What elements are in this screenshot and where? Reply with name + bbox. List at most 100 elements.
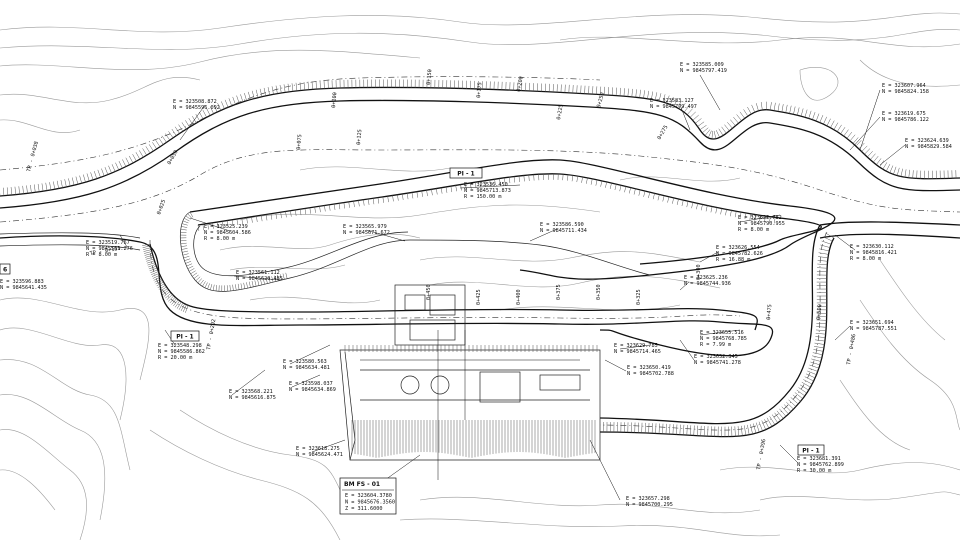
left-curve-hatch-tick — [143, 249, 152, 252]
point-label-p1-line-0: E = 323585.009 — [680, 62, 724, 68]
outer-road-hatch-tick — [707, 130, 712, 138]
inner-road-hatch-tick — [691, 202, 694, 209]
left-curve-hatch-tick — [152, 274, 161, 279]
right-curve-hatch-tick — [825, 232, 835, 239]
inner-loop-west-hatch-tick — [182, 250, 189, 253]
point-label-p7-line-1: N = 9845713.873 — [464, 188, 511, 194]
outer-road-hatch-tick — [18, 186, 20, 195]
point-label-p12-line-1: N = 9845790.955 — [738, 221, 785, 227]
right-curve-hatch-tick — [672, 424, 674, 435]
right-curve-hatch-tick — [804, 376, 814, 382]
inner-loop-west-hatch-tick — [235, 284, 237, 291]
right-curve-hatch-tick — [823, 236, 833, 242]
inner-road-hatch-tick — [484, 180, 487, 187]
inner-loop-west-hatch-tick — [215, 285, 217, 292]
outer-road-hatch-tick — [49, 182, 52, 191]
point-label-p4-line-0: E = 323607.964 — [882, 83, 926, 89]
inner-road-hatch-tick — [343, 202, 346, 209]
point-label-p26-line-1: N = 9845762.899 — [797, 462, 844, 468]
inner-road-hatch-tick — [686, 201, 689, 208]
point-label-p27-line-1: N = 9845624.471 — [296, 452, 343, 458]
inner-loop-west-hatch-tick — [181, 226, 188, 228]
outer-road-hatch-tick — [900, 168, 903, 177]
tangent-point-label-0: TP - 0+038 — [26, 141, 40, 173]
point-label-p5-line-0: E = 323619.675 — [882, 111, 926, 117]
inner-loop-west-hatch-tick — [193, 274, 199, 279]
benchmark-title: BM FS - 01 — [344, 481, 380, 488]
station-label-4: 0+125 — [356, 129, 363, 145]
outer-road-hatch-tick — [202, 110, 207, 118]
inner-loop-west-hatch-tick — [187, 213, 192, 219]
outer-road-hatch-tick — [135, 152, 141, 160]
inner-road-hatch-tick — [275, 212, 277, 219]
inner-road-hatch-tick — [479, 181, 482, 188]
inner-road-hatch-tick — [643, 190, 646, 197]
outer-road-hatch-tick — [132, 154, 137, 162]
outer-road-hatch-tick — [41, 183, 44, 192]
right-curve-hatch-tick — [769, 416, 776, 425]
outer-road-hatch-tick — [733, 116, 739, 124]
left-curve-hatch-tick — [144, 251, 152, 254]
station-label-8: 0+225 — [556, 104, 565, 120]
left-curve-hatch-tick — [165, 292, 172, 299]
inner-road-hatch-tick — [499, 178, 501, 185]
inner-loop-west-hatch-tick — [186, 263, 193, 267]
inner-loop-west-hatch-tick — [246, 282, 248, 289]
outer-road-hatch-tick — [751, 104, 756, 113]
inner-loop-west-hatch-tick — [207, 283, 210, 290]
inner-road-hatch-tick — [280, 212, 282, 219]
inner-road-hatch-tick — [571, 175, 574, 182]
outer-road-hatch-tick — [165, 133, 170, 141]
left-curve-hatch-tick — [151, 271, 159, 275]
outer-road-hatch-tick — [34, 184, 36, 193]
right-curve-hatch-tick — [737, 426, 740, 437]
right-curve-hatch-tick — [812, 355, 822, 359]
left-curve-hatch-tick — [185, 305, 189, 313]
benchmark-box: BM FS - 01 E = 323604.3780 N = 9845676.3… — [339, 477, 397, 515]
outer-road-hatch-tick — [846, 131, 853, 139]
point-label-p9-line-1: N = 9845604.586 — [204, 230, 251, 236]
outer-road-hatch-tick — [128, 155, 134, 164]
inner-road-hatch-tick — [494, 179, 496, 186]
pi-label-left: PI - 1 — [176, 334, 193, 341]
right-curve-hatch-tick — [800, 384, 809, 391]
outer-road-hatch-tick — [793, 106, 796, 115]
point-label-p13-line-0: E = 323630.112 — [850, 244, 894, 250]
outer-road-hatch-tick — [279, 84, 282, 93]
inner-road-hatch-tick — [353, 201, 355, 208]
outer-road-hatch-tick — [125, 157, 130, 165]
inner-road-hatch-tick — [667, 196, 670, 203]
outer-road-hatch-tick — [37, 183, 40, 192]
inner-road-hatch-tick — [672, 197, 674, 204]
inner-road-hatch-tick — [749, 213, 752, 220]
right-curve-hatch-tick — [803, 379, 813, 385]
right-curve-hatch-tick — [744, 425, 747, 436]
outer-road-hatch-tick — [148, 144, 154, 152]
inner-loop-west-hatch-tick — [260, 279, 263, 285]
right-curve-hatch-tick — [679, 424, 681, 435]
point-label-p16-line-1: N = 9845744.936 — [684, 281, 731, 287]
inner-road-hatch-tick — [619, 185, 622, 192]
outer-road-hatch-tick — [692, 114, 699, 121]
inner-road-hatch-tick — [662, 195, 665, 202]
left-edge-northing: N = 9845641.435 — [0, 285, 47, 291]
inner-road-hatch-tick — [710, 206, 713, 213]
right-curve-hatch-tick — [808, 367, 818, 372]
outer-road-hatch-tick — [275, 85, 278, 94]
outer-road-hatch-tick — [199, 111, 204, 120]
inner-road-hatch-tick — [700, 204, 703, 211]
outer-road-hatch-tick — [90, 172, 94, 181]
outer-road-hatch-tick — [295, 82, 298, 91]
outer-road-hatch-tick — [60, 179, 63, 188]
left-curve-hatch-tick — [178, 302, 184, 310]
left-edge-label: 6 E = 323596.883 N = 9845641.435 — [0, 263, 47, 291]
inner-loop-west-hatch-tick — [192, 272, 198, 277]
outer-road-hatch-tick — [209, 106, 214, 114]
outer-road-hatch-tick — [730, 119, 736, 126]
point-label-p3-line-1: N = 9845779.497 — [650, 104, 697, 110]
right-curve-hatch-tick — [781, 406, 789, 415]
inner-road-hatch-tick — [450, 186, 453, 193]
outer-road-hatch-tick — [904, 169, 907, 178]
inner-road-hatch-tick — [633, 188, 636, 195]
inner-loop-road — [180, 159, 836, 292]
